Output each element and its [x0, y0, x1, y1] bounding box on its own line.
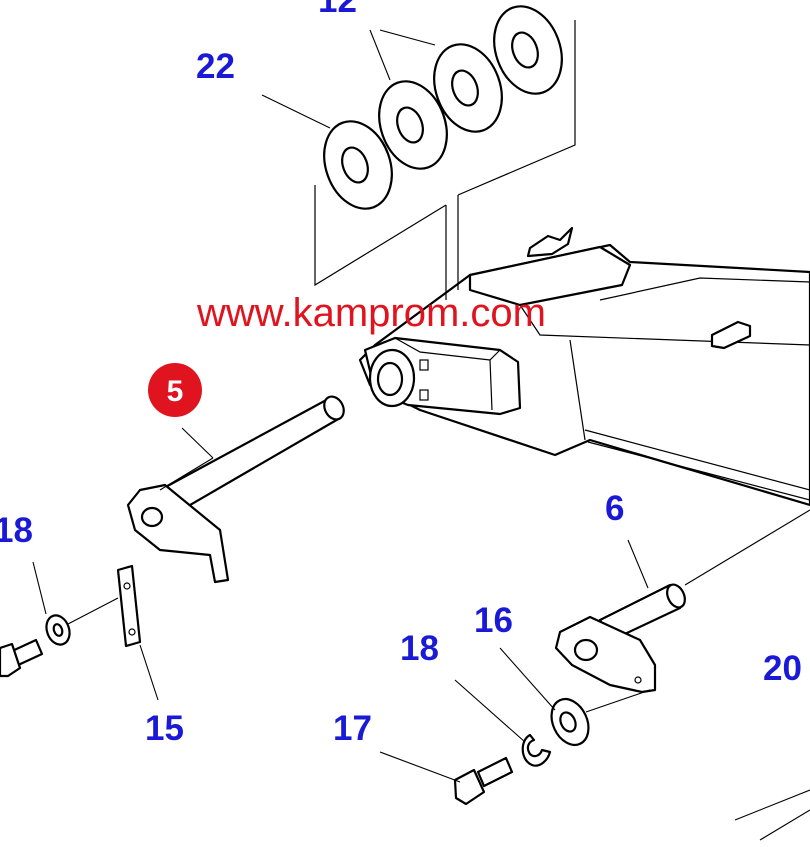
badge-number: 5 [167, 375, 184, 408]
washer-12-b [433, 43, 503, 133]
callout-22: 22 [196, 47, 235, 86]
callout-18-left: 18 [0, 511, 33, 550]
callout-16: 16 [474, 601, 513, 640]
highlight-badge: 5 [148, 363, 202, 417]
washer-12-c [493, 5, 563, 95]
pin-5 [126, 395, 345, 584]
bolt-left [0, 638, 44, 678]
callout-20: 20 [763, 649, 802, 688]
pin-6 [554, 583, 686, 694]
washer-18-right [521, 733, 552, 767]
callout-15: 15 [145, 709, 184, 748]
washer-16 [550, 697, 590, 747]
lock-plate-15 [116, 564, 142, 648]
washer-12-a [378, 80, 448, 170]
callout-18-right: 18 [400, 629, 439, 668]
bolt-17 [453, 756, 514, 806]
boom-arm [358, 195, 810, 507]
leader-lines [32, 29, 810, 841]
callout-12: 12 [318, 0, 357, 20]
watermark: www.kamprom.com [196, 291, 546, 335]
washer-stack [314, 5, 576, 287]
badge-circle [148, 363, 202, 417]
washer-18-left [45, 614, 71, 646]
callout-6: 6 [605, 489, 624, 528]
callout-17: 17 [333, 709, 372, 748]
washer-22 [323, 120, 393, 210]
